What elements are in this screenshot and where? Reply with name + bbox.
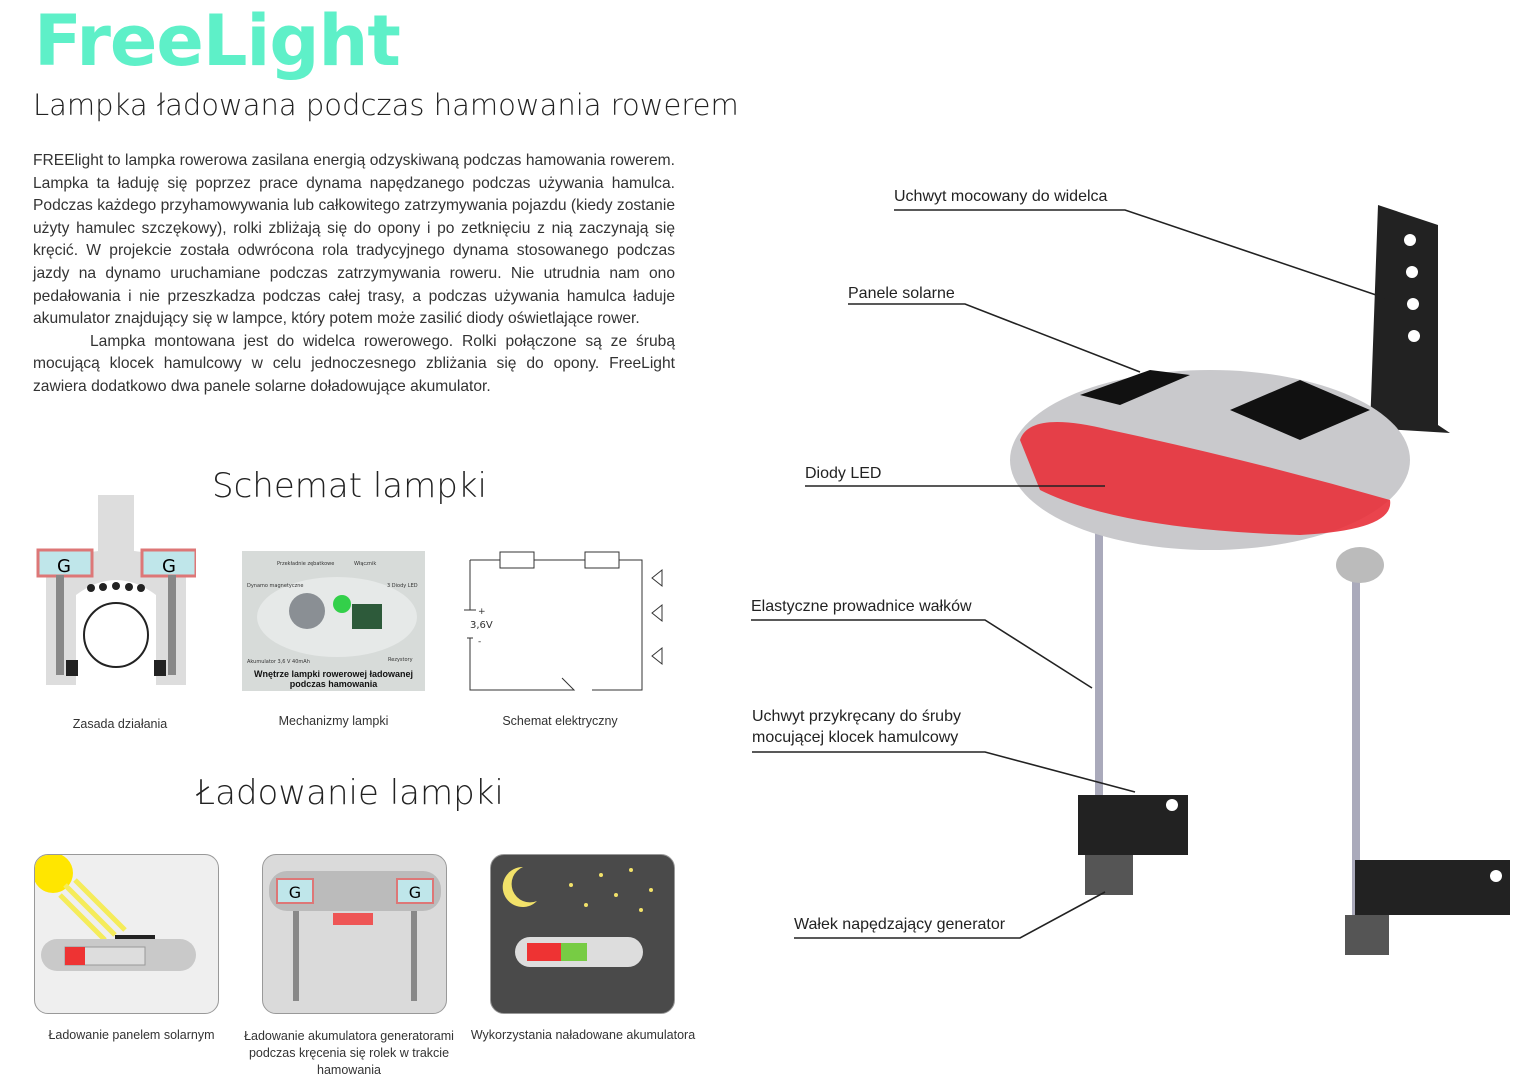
generator-label: G [409, 883, 421, 902]
mechanism-label: 3 Diody LED [387, 583, 418, 589]
mechanism-label: Rezystory [388, 657, 413, 663]
description-paragraph: FREElight to lampka rowerowa zasilana en… [33, 152, 675, 328]
description: FREElight to lampka rowerowa zasilana en… [33, 150, 675, 399]
callout-brake-mount: Uchwyt przykręcany do śruby mocującej kl… [752, 708, 961, 746]
principle-diagram: G G [36, 495, 196, 695]
mechanism-label: Przekładnie zębatkowe [277, 561, 334, 567]
charging-heading: Ładowanie lampki [196, 773, 504, 813]
generator-label: G [57, 556, 71, 577]
caption: Schemat elektryczny [502, 714, 618, 728]
subtitle: Lampka ładowana podczas hamowania rowere… [33, 88, 739, 122]
solar-charging-tile [34, 854, 219, 1014]
brand-title: FreeLight [34, 0, 401, 82]
schema-heading: Schemat lampki [212, 466, 487, 506]
mechanism-photo: Przekładnie zębatkowe Włącznik Dynamo ma… [242, 551, 425, 691]
caption: Mechanizmy lampki [278, 714, 389, 728]
callout-guides: Elastyczne prowadnice wałków [751, 598, 972, 615]
generator-label: G [289, 883, 301, 902]
minus-label: - [478, 637, 481, 647]
callout-fork-mount: Uchwyt mocowany do widelca [894, 188, 1108, 205]
description-paragraph: Lampka montowana jest do widelca rowerow… [33, 332, 675, 395]
callout-leds: Diody LED [805, 465, 882, 482]
caption: Ładowanie panelem solarnym [48, 1028, 215, 1042]
mechanism-label: Włącznik [354, 561, 376, 567]
voltage-label: 3,6V [470, 620, 493, 631]
callout-drive-shaft: Wałek napędzający generator [794, 916, 1006, 933]
generator-label: G [162, 556, 176, 577]
mechanism-label: Akumulator 3,6 V 40mAh [247, 659, 310, 665]
caption: Zasada działania [72, 717, 168, 731]
caption: Ładowanie akumulatora generatorami podcz… [244, 1029, 454, 1077]
battery-use-tile [490, 854, 675, 1014]
mechanism-label: Dynamo magnetyczne [247, 583, 303, 589]
caption: Wykorzystania naładowane akumulatora [470, 1028, 696, 1042]
lamp-render [1000, 200, 1520, 970]
mechanism-footer-label: Wnętrze lampki rowerowej ładowanej podcz… [253, 669, 414, 689]
plus-label: + [478, 607, 486, 617]
callout-solar-panels: Panele solarne [848, 285, 955, 302]
circuit-diagram: 3,6V + - [462, 548, 677, 698]
